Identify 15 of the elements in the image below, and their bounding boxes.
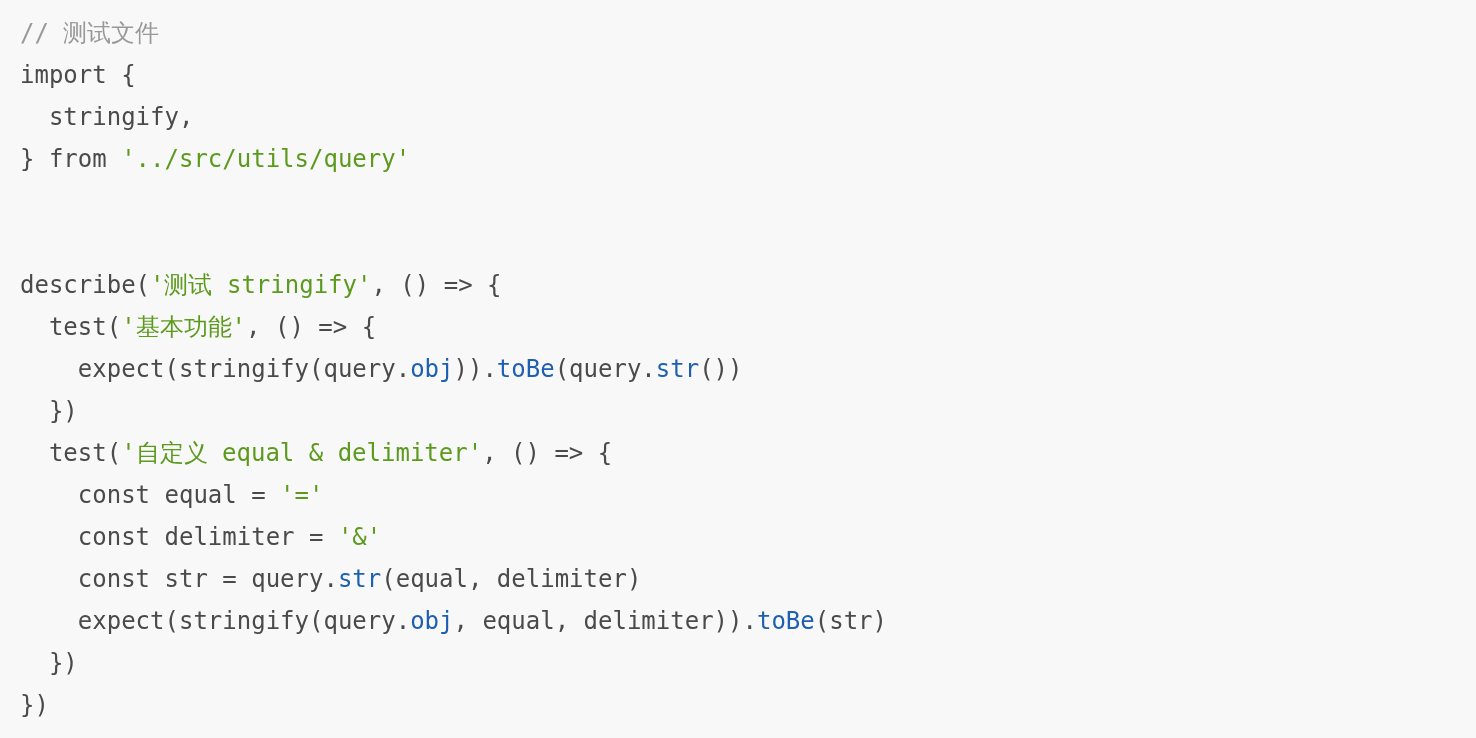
code-line: }) xyxy=(20,690,49,720)
code-line: stringify, xyxy=(47,102,194,132)
code-comment: // 测试文件 xyxy=(20,18,160,48)
code-line: }) xyxy=(47,396,78,426)
code-line: test('自定义 equal & delimiter', () => { xyxy=(47,438,613,468)
code-line: describe('测试 stringify', () => { xyxy=(20,270,502,300)
code-line: const equal = '=' xyxy=(76,480,324,510)
code-line: const str = query.str(equal, delimiter) xyxy=(76,564,642,594)
code-line: } from '../src/utils/query' xyxy=(20,144,411,174)
code-line: test('基本功能', () => { xyxy=(47,312,377,342)
code-line: expect(stringify(query.obj, equal, delimiter)).toBe(str) xyxy=(76,606,887,636)
code-line: }) xyxy=(47,648,78,678)
code-line: import { xyxy=(20,60,136,90)
code-line: const delimiter = '&' xyxy=(76,522,382,552)
code-line: expect(stringify(query.obj)).toBe(query.str()) xyxy=(76,354,743,384)
